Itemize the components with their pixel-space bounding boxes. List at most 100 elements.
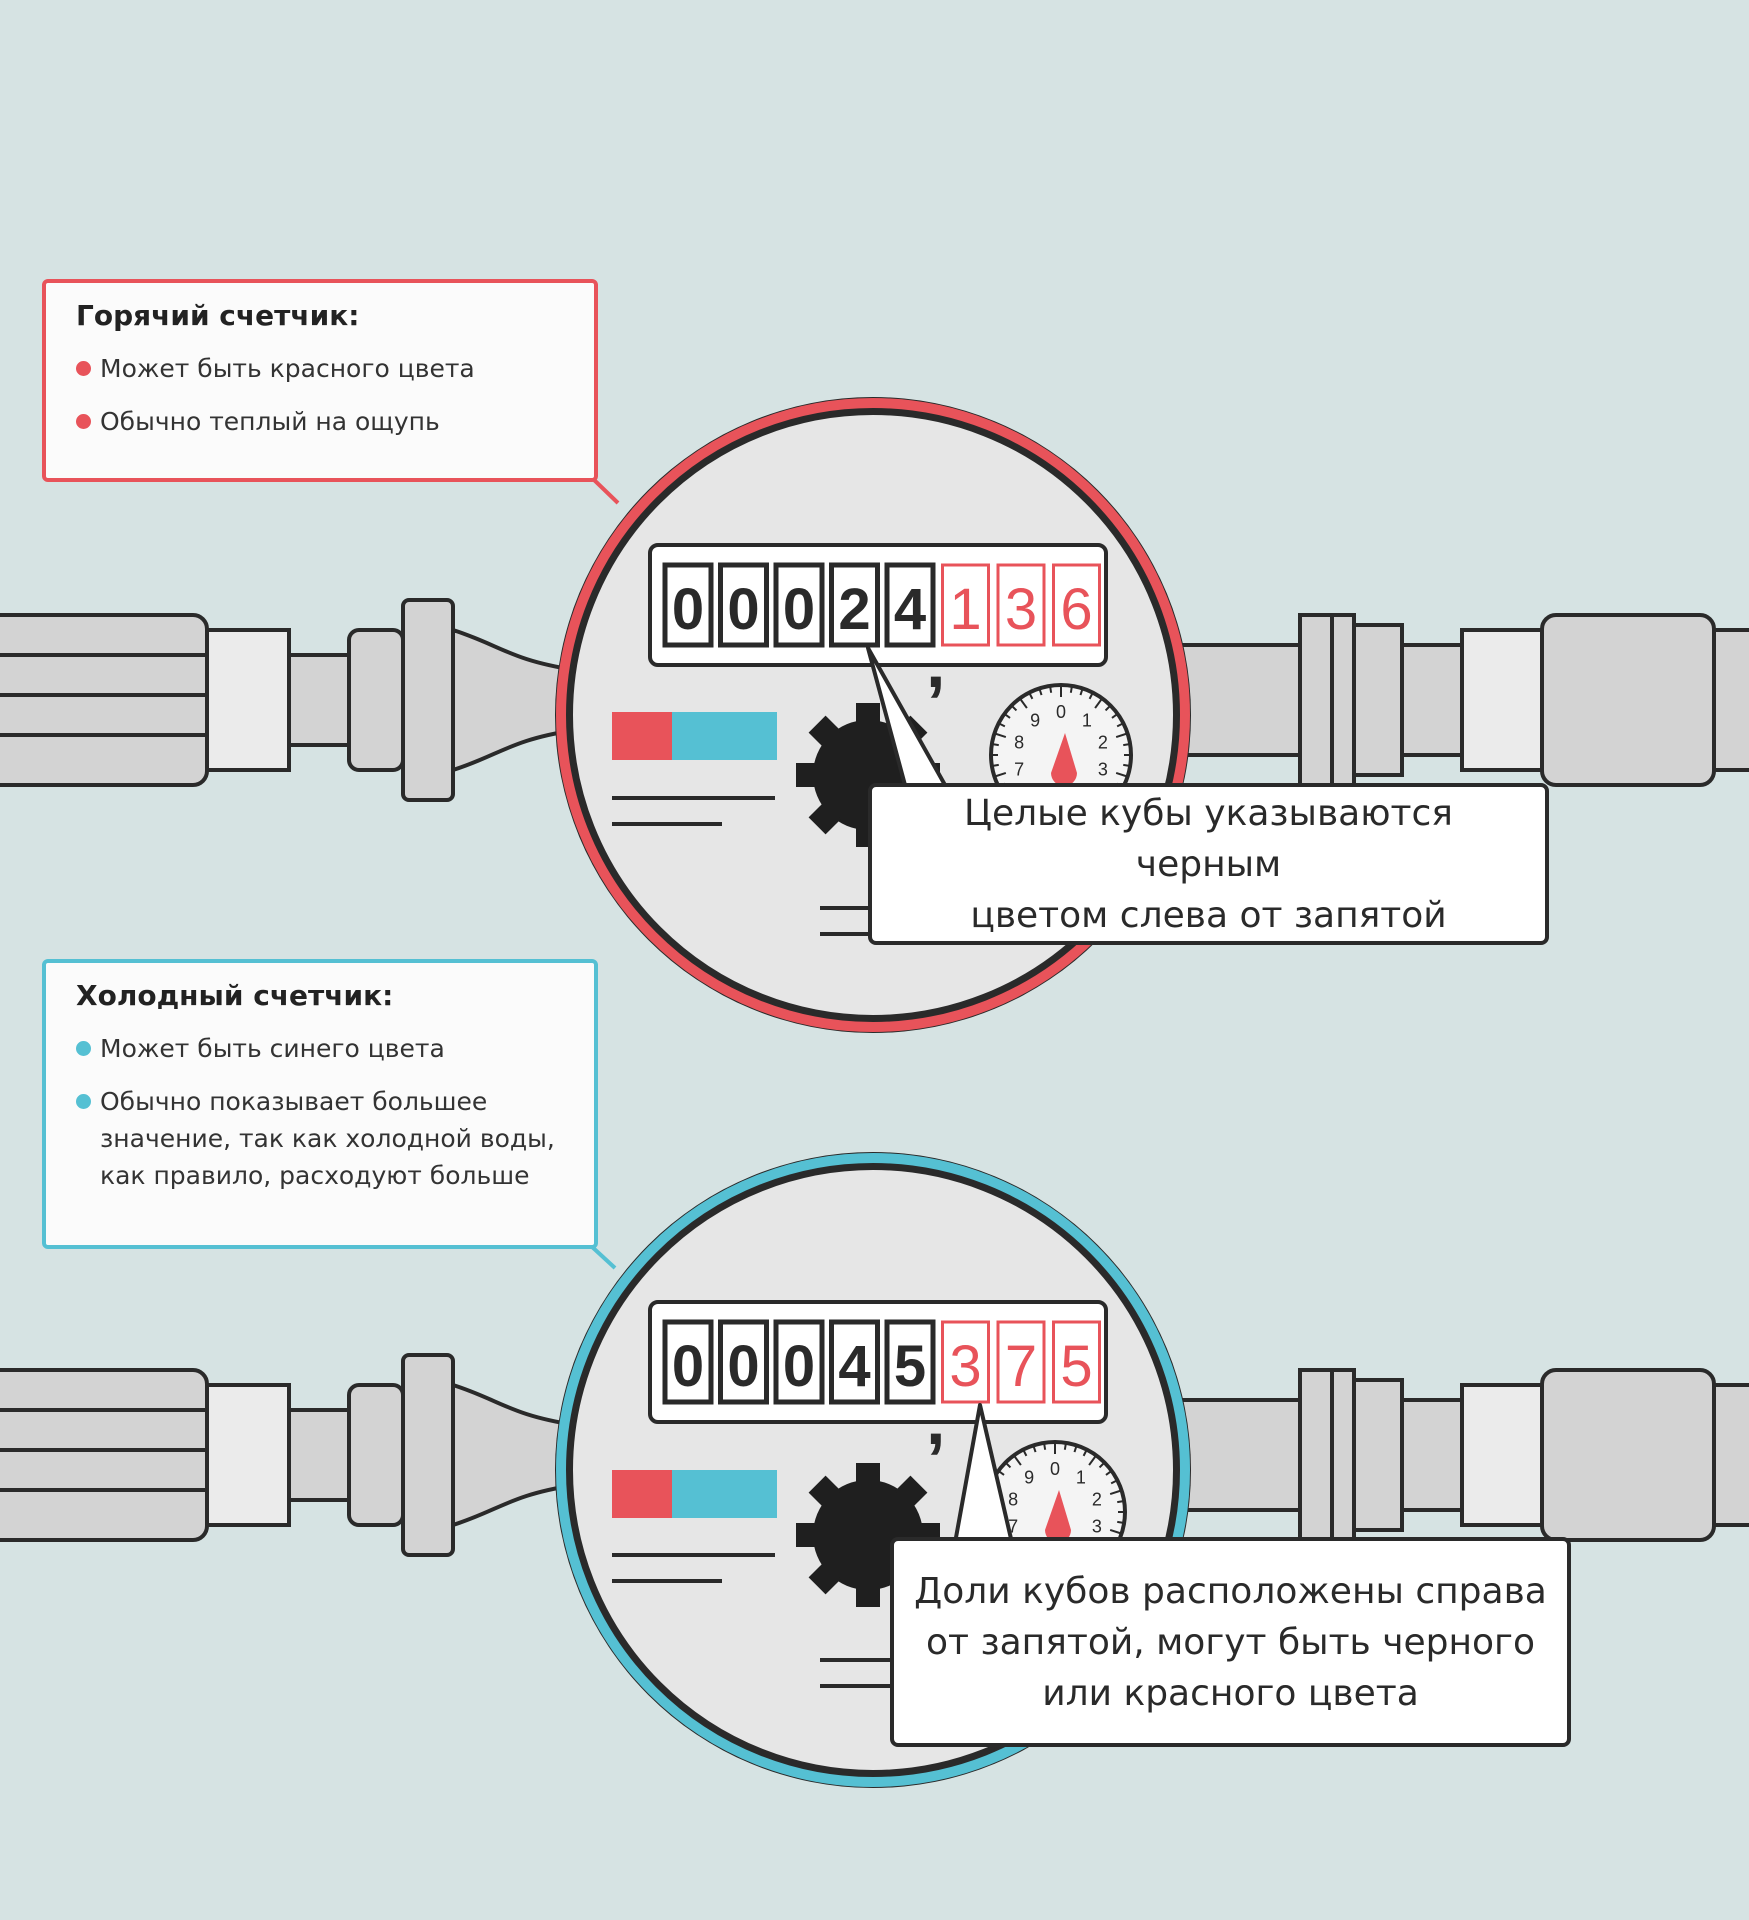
bullet-dot [76, 1094, 91, 1109]
cold-meter-infobox: Холодный счетчик: Может быть синего цвет… [42, 959, 598, 1249]
dial-tick [1013, 1454, 1022, 1466]
integer-digit-box [884, 562, 936, 648]
dial-tick [1079, 688, 1084, 696]
dial-tick [1110, 1479, 1118, 1485]
dial-tick [991, 763, 999, 767]
whole-cubes-callout: Целые кубы указываются черным цветом сле… [868, 783, 1549, 945]
fraction-digit-box [1052, 563, 1101, 647]
dial-tick [994, 771, 1007, 778]
dial-number: 3 [1098, 760, 1108, 780]
bullet-text: Может быть красного цвета [100, 354, 475, 383]
dial-number: 1 [1082, 710, 1092, 730]
dial-number: 2 [1098, 732, 1108, 752]
integer-digit-box [662, 562, 714, 648]
left-pipe [0, 598, 577, 802]
cold-bullet: Может быть синего цвета [76, 1030, 564, 1067]
meter-ring [556, 398, 1190, 1032]
dial-tick [1123, 743, 1131, 747]
bullet-dot [76, 414, 91, 429]
integer-digit: 2 [838, 577, 870, 642]
fraction-digit: 5 [1060, 1334, 1092, 1399]
dial-tick [1094, 697, 1103, 709]
integer-digit: 0 [727, 577, 759, 642]
blue-label-stripe [672, 712, 777, 760]
fraction-digit-box [996, 1320, 1046, 1404]
dial-tick [1049, 685, 1053, 693]
dial-number: 1 [1076, 1467, 1086, 1487]
dial-tick [998, 722, 1006, 728]
dial-tick [1069, 685, 1073, 693]
dial-tick [1123, 763, 1131, 767]
dial-tick [1028, 692, 1034, 700]
dial-tick [1109, 1489, 1122, 1496]
dial-tick [1088, 1454, 1097, 1466]
fraction-digit-box [941, 563, 990, 647]
decimal-comma: , [926, 624, 945, 702]
dial-tick [1003, 713, 1011, 719]
right-pipe [1173, 1368, 1749, 1542]
fraction-digit-box [1052, 1320, 1101, 1404]
red-label-stripe [612, 712, 672, 760]
fraction-cubes-callout: Доли кубов расположены справа от запятой… [890, 1537, 1571, 1747]
infobox-pointer [588, 1243, 617, 1270]
integer-digit: 4 [894, 577, 926, 642]
cold-meter-title: Холодный счетчик: [76, 979, 394, 1012]
integer-digit-box [662, 1319, 714, 1405]
dial-tick [1115, 771, 1128, 778]
callout-text: Доли кубов расположены справа от запятой… [914, 1570, 1547, 1714]
fraction-digit: 6 [1060, 577, 1092, 642]
dial-number: 9 [1030, 710, 1040, 730]
dial-number: 7 [1014, 760, 1024, 780]
dial-tick [994, 732, 1007, 739]
dial-tick [1116, 722, 1124, 728]
fraction-digit: 3 [1005, 577, 1037, 642]
left-pipe [0, 1353, 577, 1557]
hot-bullet: Может быть красного цвета [76, 350, 564, 387]
dial-tick [1088, 692, 1094, 700]
dial-tick [1019, 697, 1028, 709]
integer-digit-box [718, 1319, 769, 1405]
integer-digit: 4 [838, 1334, 870, 1399]
meter-ring [556, 1153, 1190, 1787]
dial-tick [1109, 1528, 1122, 1535]
integer-digit-box [718, 562, 769, 648]
integer-digit-box [773, 562, 825, 648]
dial-tick [1117, 1500, 1125, 1504]
dial-tick [1032, 1445, 1037, 1453]
blue-label-stripe [672, 1470, 777, 1518]
dial-tick [1038, 688, 1043, 696]
callout-text: Целые кубы указываются черным цветом сле… [964, 792, 1453, 936]
dial-tick [1098, 1461, 1106, 1469]
fraction-digit: 3 [949, 1334, 981, 1399]
hot-meter-infobox: Горячий счетчик: Может быть красного цве… [42, 279, 598, 482]
dial-number: 0 [1050, 1459, 1060, 1479]
bullet-dot [76, 1041, 91, 1056]
integer-digit: 0 [727, 1334, 759, 1399]
dial-tick [1043, 1442, 1047, 1450]
integer-digit: 0 [672, 1334, 704, 1399]
hot-meter-title: Горячий счетчик: [76, 299, 360, 332]
integer-digit: 0 [672, 577, 704, 642]
integer-digit-box [829, 562, 880, 648]
bullet-dot [76, 361, 91, 376]
red-label-stripe [612, 1470, 672, 1518]
fraction-digit: 1 [949, 577, 981, 642]
cold-bullet: Обычно показывает большее значение, так … [76, 1083, 564, 1194]
integer-digit: 5 [894, 1334, 926, 1399]
bullet-text: Может быть синего цвета [100, 1034, 445, 1063]
dial-number: 2 [1092, 1489, 1102, 1509]
dial-number: 8 [1014, 732, 1024, 752]
dial-tick [1117, 1520, 1125, 1524]
fraction-digit: 7 [1005, 1334, 1037, 1399]
dial-tick [1111, 713, 1119, 719]
dial-pointer [1045, 1490, 1071, 1543]
decimal-comma: , [926, 1381, 945, 1459]
dial-number: 9 [1024, 1467, 1034, 1487]
dial-tick [1082, 1449, 1088, 1457]
dial-tick [1105, 1470, 1113, 1476]
integer-digit-box [773, 1319, 825, 1405]
dial-tick [997, 1470, 1005, 1476]
dial-tick [1073, 1445, 1078, 1453]
